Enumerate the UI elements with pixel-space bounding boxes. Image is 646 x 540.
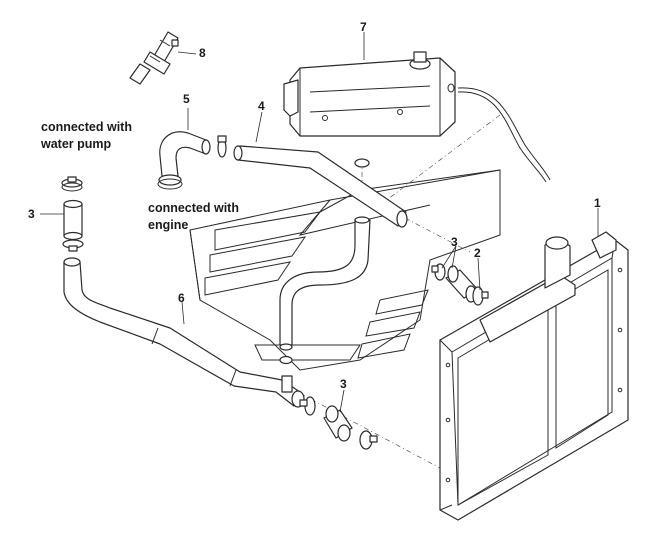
callout-8: 8 (199, 46, 206, 60)
hose-clamp-upper (217, 135, 227, 158)
callout-5: 5 (183, 92, 190, 106)
note-engine-line1: connected with (148, 201, 239, 215)
note-engine-line2: engine (148, 218, 189, 232)
callout-3-left: 3 (28, 207, 35, 221)
leader-lines (40, 32, 599, 413)
callout-6: 6 (178, 291, 185, 305)
coupling-sleeve-upper-right (431, 263, 489, 306)
expansion-tank (283, 51, 456, 137)
note-water-pump-line2: water pump (41, 137, 112, 151)
tank-outlet-clamp (354, 158, 370, 168)
valve-fitting-8 (129, 31, 179, 85)
hose-upper-4 (233, 145, 408, 228)
assembly-centerlines (289, 114, 501, 469)
note-water-pump: connected with water pump (41, 119, 132, 153)
radiator-assembly (439, 231, 629, 521)
callout-2: 2 (474, 246, 481, 260)
callout-1: 1 (594, 196, 601, 210)
bypass-pipe (279, 216, 371, 351)
overflow-hose (457, 87, 551, 181)
coupling-sleeve-lower (299, 396, 378, 450)
note-engine: connected with engine (148, 200, 239, 234)
callout-4: 4 (258, 99, 265, 113)
coupling-sleeve-left (61, 176, 84, 252)
note-water-pump-line1: connected with (41, 120, 132, 134)
callout-3-upper-right: 3 (451, 235, 458, 249)
callout-7: 7 (360, 20, 367, 34)
overflow-hose-edge (457, 91, 547, 183)
callout-3-lower: 3 (340, 377, 347, 391)
lower-hose-6 (63, 257, 305, 408)
bypass-clamp (279, 355, 293, 365)
elbow-hose-5 (157, 131, 211, 190)
